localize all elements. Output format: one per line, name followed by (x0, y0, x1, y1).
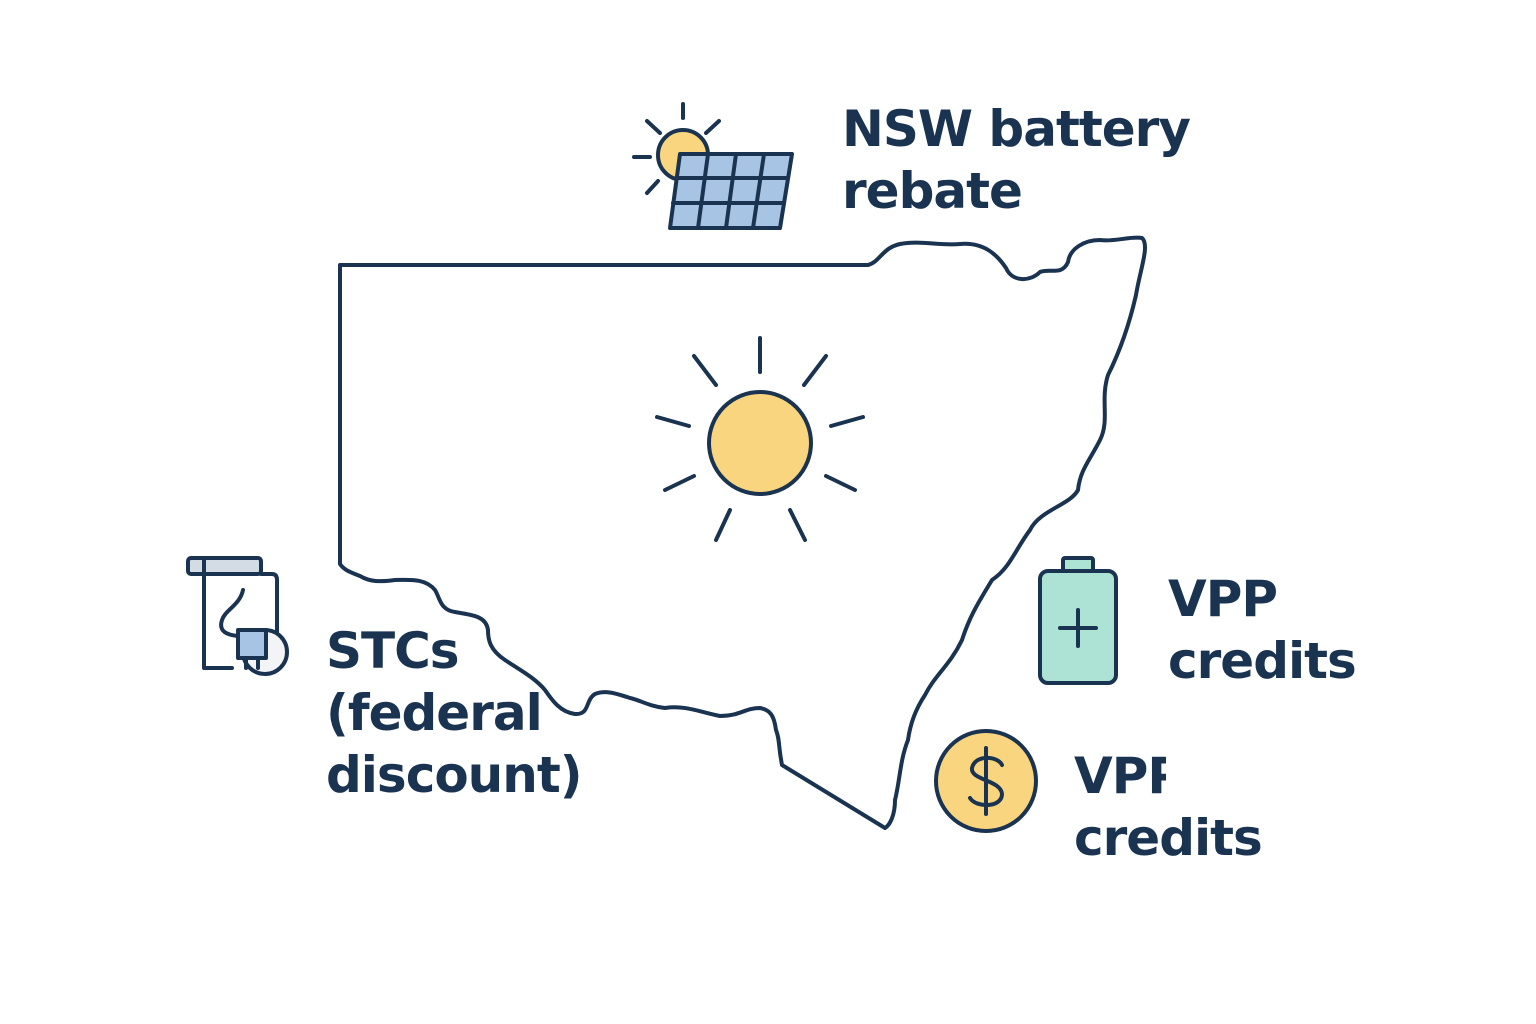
sun-solar-panel-icon (632, 102, 794, 230)
label-line: (federal (326, 684, 543, 742)
dollar-coin-icon (934, 729, 1038, 833)
stc-document-plug-icon (186, 556, 289, 676)
label-line: STCs (326, 622, 460, 680)
battery-icon (1038, 556, 1118, 685)
nsw-state-outline (338, 235, 1147, 830)
label-line: VPP (1074, 747, 1166, 805)
label-line: discount) (326, 746, 583, 804)
label-line: VPP (1168, 570, 1278, 628)
vpp-credits-battery-label: VPP credits (1168, 568, 1357, 692)
label-line: rebate (842, 162, 1023, 220)
label-line: credits (1074, 809, 1263, 867)
nsw-battery-rebate-label: NSW battery rebate (842, 98, 1191, 222)
sun-icon (655, 336, 865, 542)
label-line: NSW battery (842, 100, 1191, 158)
label-line: credits (1168, 632, 1357, 690)
stcs-label: STCs (federal discount) (326, 620, 583, 806)
vpp-credits-coin-label: VPP credits (1074, 745, 1263, 869)
